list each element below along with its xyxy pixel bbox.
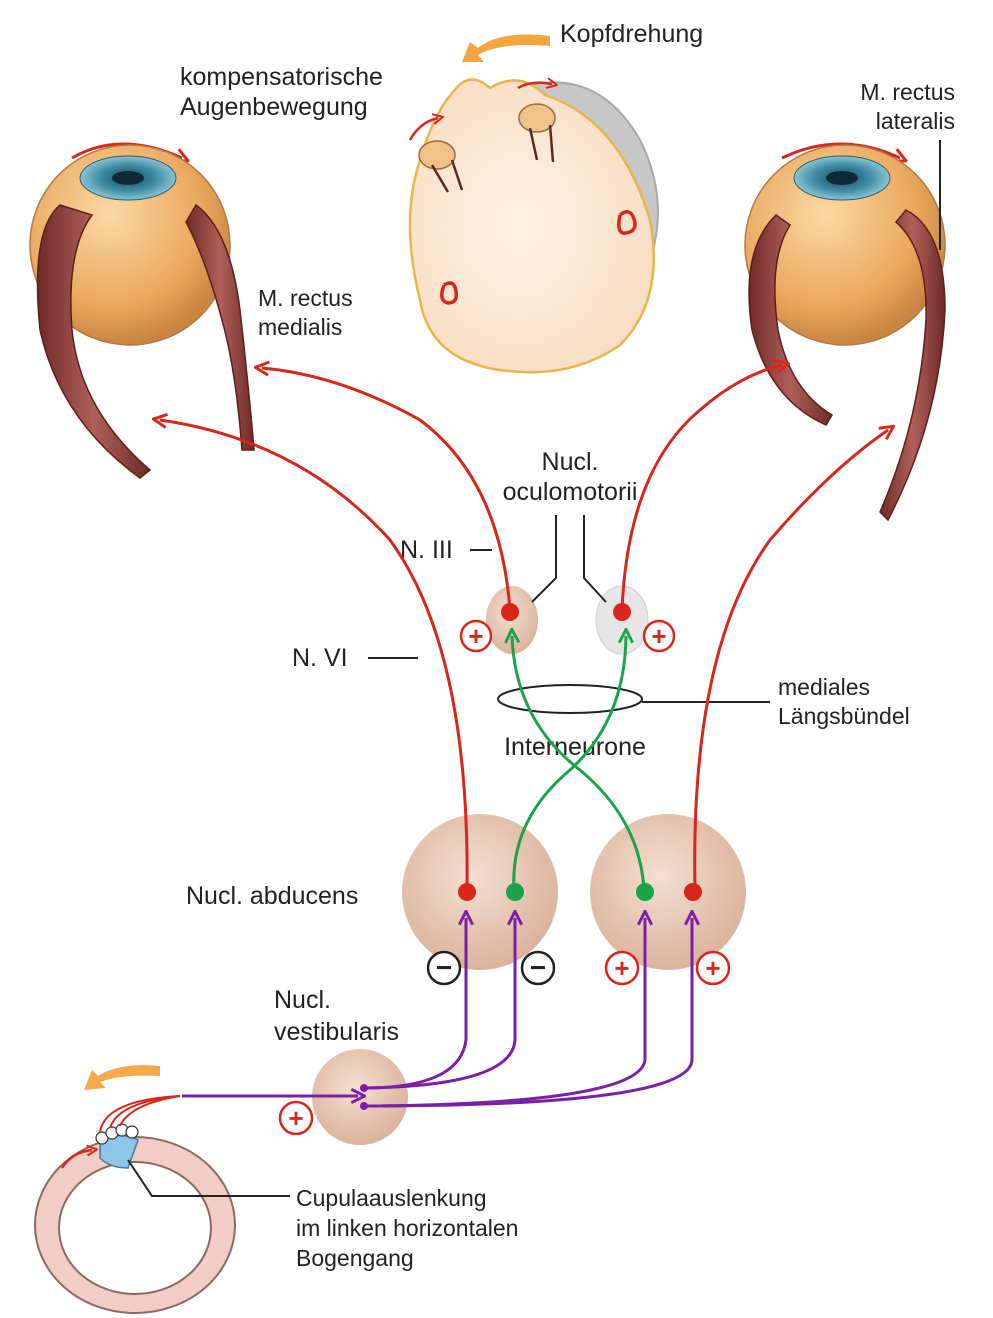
mlf-label-line1: mediales (778, 674, 870, 700)
oculomotor-right-dot (613, 603, 631, 621)
head-right-eye (518, 103, 556, 163)
vestibular-label-line1: Nucl. (274, 986, 331, 1014)
right-eye-rotation-arrow-icon (781, 142, 900, 158)
svg-text:+: + (705, 953, 720, 983)
minus-sign-icon: − (520, 950, 556, 986)
eye-movement-arrow-left-icon (408, 118, 438, 141)
head-illustration (408, 79, 659, 374)
svg-text:+: + (288, 1103, 303, 1133)
svg-text:+: + (614, 953, 629, 983)
right-eye-lateral-muscle (879, 209, 946, 522)
compensatory-label-line2: Augenbewegung (180, 93, 368, 121)
cupula-label-line2: im linken horizontalen (296, 1215, 518, 1241)
oculomotor-label-line1: Nucl. (542, 448, 599, 476)
sign-symbols: + + − − + + + (278, 619, 731, 1136)
canal-rotation-arrow-icon (84, 1065, 160, 1090)
rectus-medialis-label-line1: M. rectus (258, 285, 353, 311)
oculomotor-leader-left (531, 515, 557, 603)
vestibular-to-abducens-right-2 (363, 918, 692, 1108)
svg-text:−: − (530, 952, 546, 983)
n6-left-pathway (160, 420, 469, 891)
neuron-dots (360, 603, 702, 1110)
svg-text:−: − (436, 952, 452, 983)
mlf-ellipse (497, 684, 643, 714)
head-ear-right-icon (617, 210, 637, 235)
left-eye (29, 142, 255, 479)
head-ear-left-icon (440, 281, 459, 305)
oculomotor-left-dot (501, 603, 519, 621)
hair-cells (95, 1123, 139, 1145)
rectus-medialis-label-line2: medialis (258, 314, 342, 340)
interneuron-pathways (512, 636, 646, 891)
abducens-right-motor-dot (684, 883, 702, 901)
compensatory-label-line1: kompensatorische (180, 63, 383, 91)
cupula-label-line1: Cupulaauslenkung (296, 1185, 487, 1211)
rectus-lateralis-label-line1: M. rectus (860, 79, 955, 105)
n3-left-pathway (262, 368, 512, 611)
abducens-right-inter-dot (636, 883, 654, 901)
vestibular-to-abducens-left-2 (363, 918, 515, 1090)
n6-label: N. VI (292, 644, 348, 672)
head-rotation-arrow-icon (462, 34, 550, 62)
cupula-label-line3: Bogengang (296, 1245, 414, 1271)
interneurons-label: Interneurone (504, 733, 646, 761)
left-eye-lateral-muscle (36, 204, 152, 479)
endolymph-flow-arrow-icon (60, 1150, 92, 1169)
semicircular-canal (34, 1065, 236, 1314)
vestibular-dot-2 (360, 1102, 368, 1110)
mlf-label-line2: Längsbündel (778, 703, 910, 729)
motor-pathways (160, 365, 888, 891)
minus-sign-icon: − (426, 950, 462, 986)
abducens-label: Nucl. abducens (186, 882, 358, 910)
svg-text:+: + (651, 621, 666, 651)
interneuron-left-to-right (512, 636, 626, 891)
n3-label: N. III (400, 536, 453, 564)
abducens-left-motor-dot (458, 883, 476, 901)
plus-sign-icon: + (604, 950, 640, 986)
svg-text:+: + (468, 621, 483, 651)
plus-sign-icon: + (278, 1100, 314, 1136)
vestibular-dot-1 (360, 1084, 368, 1092)
abducens-nucleus-left (402, 814, 558, 970)
eye-movement-arrow-right-icon (517, 83, 552, 90)
vestibular-label-line2: vestibularis (274, 1018, 399, 1046)
plus-sign-icon: + (695, 950, 731, 986)
plus-sign-icon: + (642, 619, 676, 653)
right-eye-medial-muscle (748, 214, 834, 426)
cupula-leader (127, 1159, 290, 1197)
oculomotor-leader-right (583, 515, 607, 603)
right-eye (744, 142, 946, 522)
oculomotor-label-line2: oculomotorii (503, 478, 638, 506)
n3-right-pathway (620, 365, 782, 611)
canal-nerve-fibers (99, 1095, 181, 1133)
n6-right-pathway (693, 430, 888, 891)
vestibular-pathways (182, 918, 692, 1108)
interneuron-right-to-left (512, 636, 646, 891)
plus-sign-icon: + (459, 619, 493, 653)
rectus-lateralis-label-line2: lateralis (876, 108, 955, 134)
left-eye-medial-muscle (185, 203, 255, 451)
abducens-nucleus-right (590, 814, 746, 970)
abducens-left-inter-dot (506, 883, 524, 901)
head-left-eye (418, 140, 464, 193)
head-rotation-label: Kopfdrehung (560, 20, 703, 48)
